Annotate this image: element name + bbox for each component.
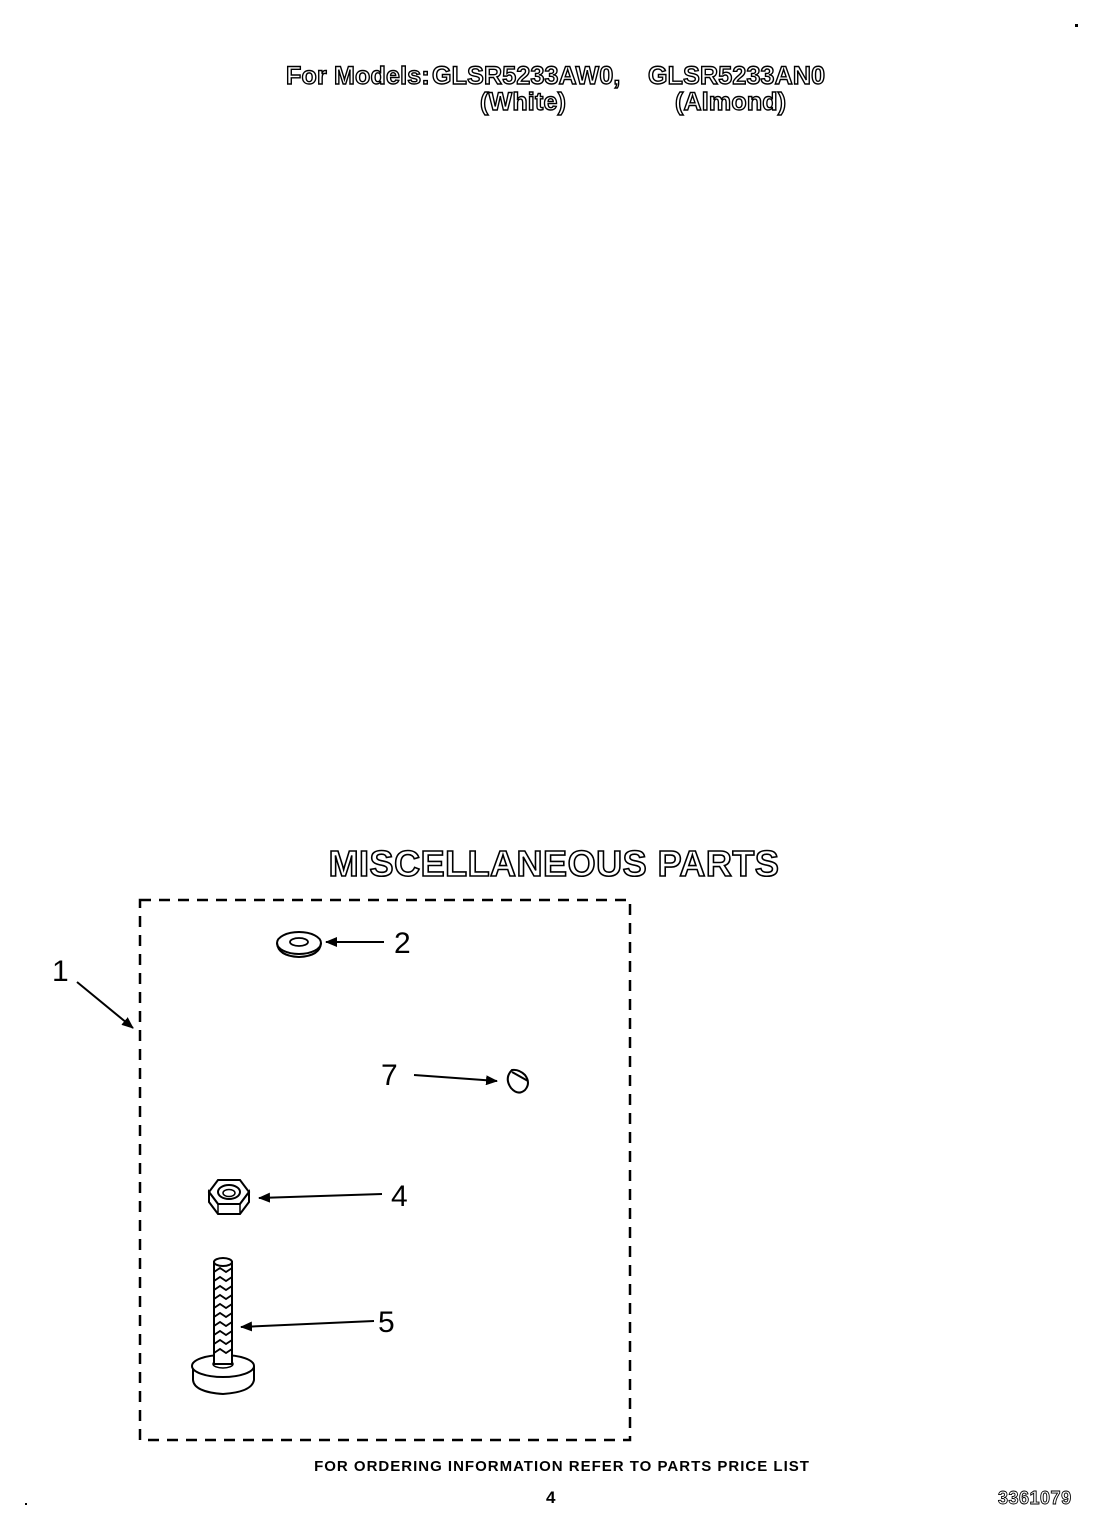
model-code-almond: GLSR5233AN0: [647, 62, 826, 90]
clip-part: [506, 1068, 529, 1094]
washer-part: [276, 931, 322, 959]
section-title: MISCELLANEOUS PARTS: [328, 843, 780, 884]
models-label: For Models:: [285, 62, 430, 90]
callout-1: 1: [52, 955, 69, 988]
callout-7: 7: [381, 1059, 398, 1092]
model-variant-almond: (Almond): [674, 88, 787, 116]
callout-2: 2: [394, 927, 411, 960]
kit-boundary: [138, 898, 632, 1442]
leader-arrow-7: [413, 1074, 498, 1086]
leader-arrow-1: [76, 981, 134, 1029]
model-code-white: GLSR5233AW0,: [431, 62, 621, 90]
document-number: 3361079: [998, 1488, 1072, 1508]
scan-speck: [1075, 24, 1078, 27]
callout-4: 4: [391, 1180, 408, 1213]
scan-speck: [25, 1503, 27, 1505]
page-number: 4: [546, 1488, 556, 1507]
leader-arrow-4: [258, 1192, 383, 1203]
ordering-note: FOR ORDERING INFORMATION REFER TO PARTS …: [314, 1458, 810, 1475]
leader-arrow-5: [240, 1320, 375, 1332]
model-variant-white: (White): [479, 88, 567, 116]
hex-nut-part: [207, 1179, 251, 1215]
leveling-screw-part: [191, 1257, 255, 1396]
callout-5: 5: [378, 1306, 395, 1339]
